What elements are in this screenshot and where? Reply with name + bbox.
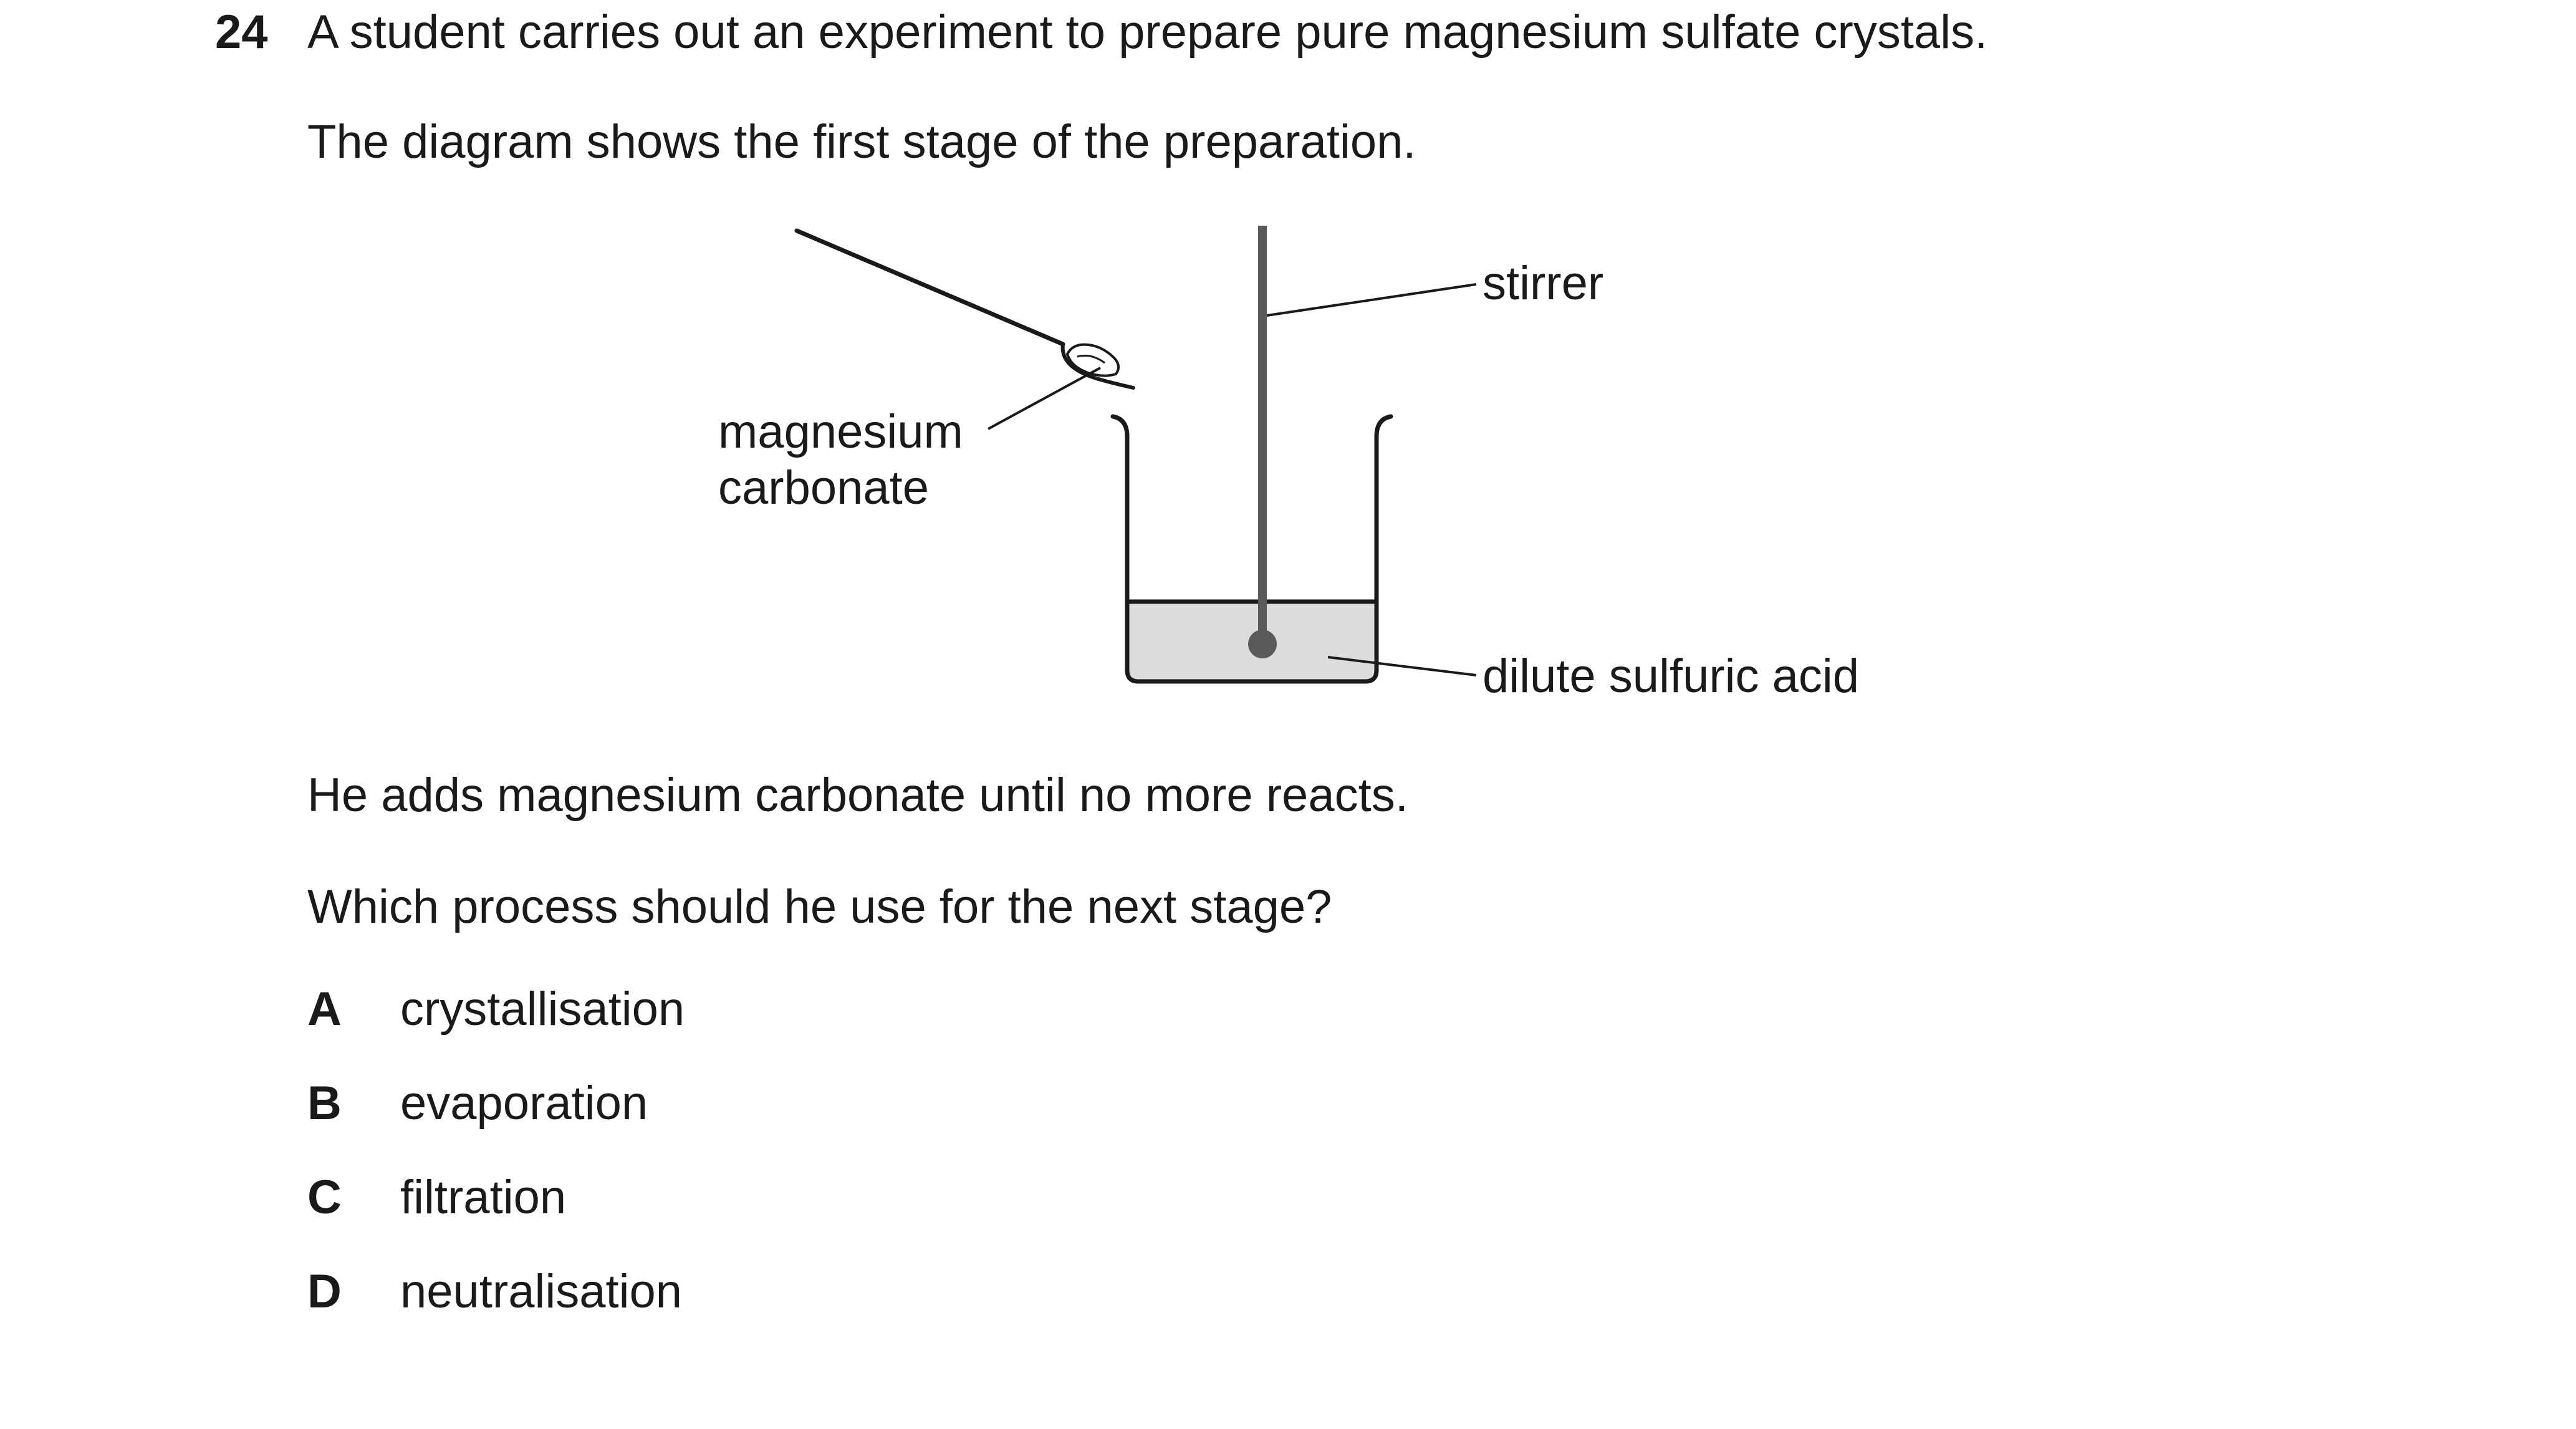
option-c-letter[interactable]: C (307, 1171, 342, 1224)
spatula-scoop (1060, 342, 1135, 390)
question-number: 24 (215, 6, 268, 59)
question-line-2: Which process should he use for the next… (307, 880, 1332, 933)
acid-leader (1327, 656, 1477, 676)
spatula-handle (794, 228, 1065, 347)
question-stem: A student carries out an experiment to p… (307, 6, 1988, 59)
label-magnesium: magnesium (718, 405, 963, 458)
question-line-1: He adds magnesium carbonate until no mor… (307, 769, 1408, 822)
magnesium-carbonate-powder (1065, 343, 1120, 377)
stirrer-leader (1266, 283, 1477, 317)
powder-detail (1077, 354, 1105, 364)
option-b-letter[interactable]: B (307, 1077, 342, 1130)
label-carbonate: carbonate (718, 461, 929, 514)
option-d-text[interactable]: neutralisation (400, 1265, 683, 1318)
label-dilute-sulfuric-acid: dilute sulfuric acid (1483, 650, 1859, 703)
option-c-text[interactable]: filtration (400, 1171, 567, 1224)
option-a-text[interactable]: crystallisation (400, 983, 685, 1036)
magnesium-carbonate-leader (988, 367, 1101, 430)
label-stirrer: stirrer (1483, 257, 1603, 310)
option-a-letter[interactable]: A (307, 983, 342, 1036)
beaker (1110, 414, 1393, 684)
stirrer-tip (1248, 630, 1277, 658)
diagram-intro: The diagram shows the first stage of the… (307, 115, 1416, 168)
option-d-letter[interactable]: D (307, 1265, 342, 1318)
option-b-text[interactable]: evaporation (400, 1077, 648, 1130)
